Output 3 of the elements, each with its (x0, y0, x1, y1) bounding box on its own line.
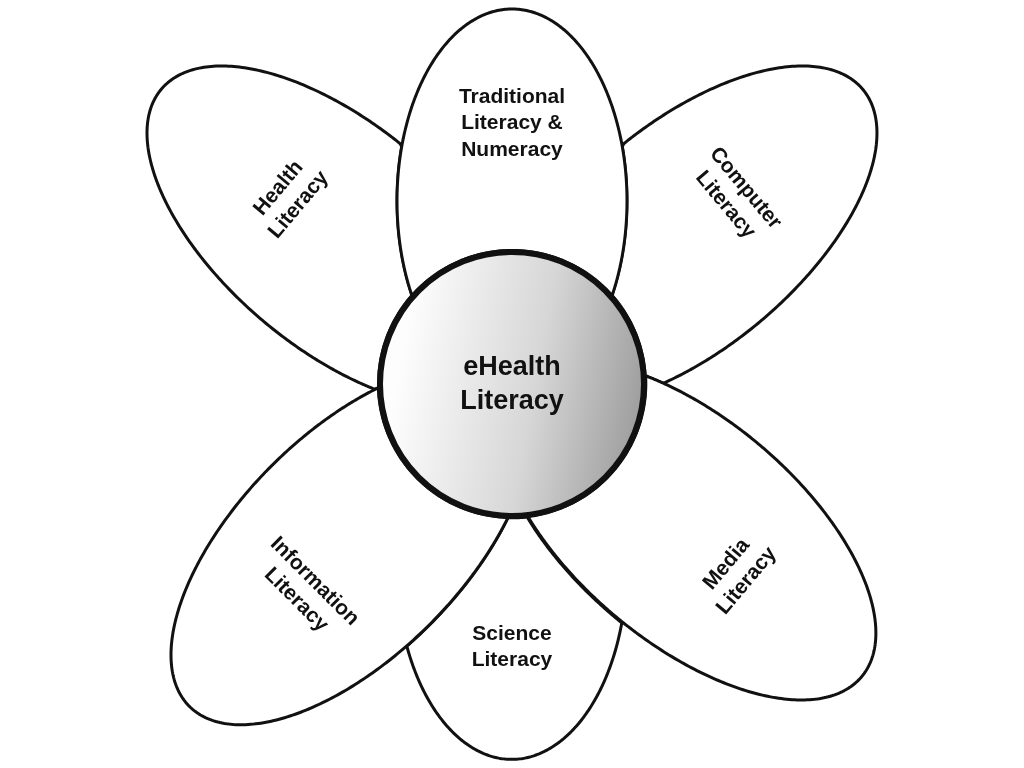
center-label: eHealth Literacy (459, 350, 565, 417)
petal-label: Traditional Literacy & Numeracy (458, 82, 566, 162)
petal-label: Science Literacy (471, 619, 553, 672)
